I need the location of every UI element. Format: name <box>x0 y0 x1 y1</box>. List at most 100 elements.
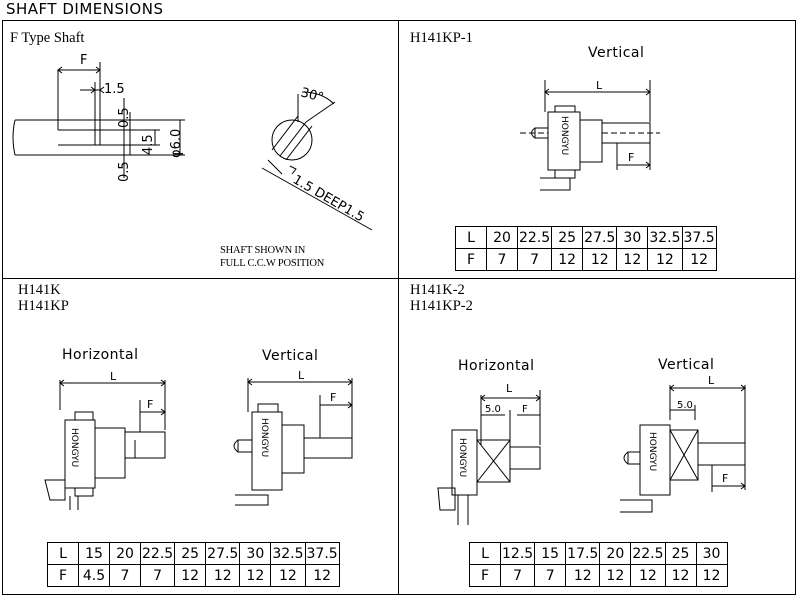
k-horizontal-drawing <box>44 379 166 510</box>
k2-vertical-drawing <box>620 384 746 513</box>
table-cell: 12 <box>616 248 649 271</box>
k2-horizontal-label: Horizontal <box>458 358 535 374</box>
table-cell: L <box>455 226 487 249</box>
table-row: L 20 22.5 25 27.5 30 32.5 37.5 <box>455 226 717 249</box>
table-cell: 25 <box>664 542 697 565</box>
table-cell: L <box>47 542 79 565</box>
k2-title-2: H141KP-2 <box>410 298 473 314</box>
table-cell: 7 <box>486 248 518 271</box>
f-shaft-dim-deep: 1.5 DEEP1.5 <box>290 172 367 225</box>
drawing-frame <box>2 20 796 595</box>
kp1-dim-f: F <box>628 151 634 164</box>
k-title-1: H141K <box>18 282 61 298</box>
f-shaft-title: F Type Shaft <box>10 30 85 46</box>
f-shaft-end-view <box>261 91 373 231</box>
k2-horizontal-drawing <box>437 390 541 525</box>
k2-vertical-dim-5: 5.0 <box>677 400 693 411</box>
k2-horizontal-dim-f: F <box>522 404 528 415</box>
table-cell: 22.5 <box>139 542 176 565</box>
k-dimension-table: L 15 20 22.5 25 27.5 30 32.5 37.5 F 4.5 … <box>47 542 340 587</box>
table-cell: 12 <box>582 248 618 271</box>
f-shaft-dim-1-5: 1.5 <box>104 82 125 97</box>
table-cell: 20 <box>109 542 141 565</box>
kp1-dim-l: L <box>596 79 603 92</box>
k-horizontal-brand: HONGYU <box>69 428 79 467</box>
k2-horizontal-dim-5: 5.0 <box>485 404 501 415</box>
k-vertical-brand: HONGYU <box>259 418 269 457</box>
f-shaft-dim-f: F <box>80 53 87 68</box>
k2-title-1: H141K-2 <box>410 282 465 298</box>
table-cell: L <box>469 542 501 565</box>
table-cell: 7 <box>534 564 567 587</box>
table-row: L 12.5 15 17.5 20 22.5 25 30 <box>469 542 728 565</box>
table-cell: 22.5 <box>516 226 553 249</box>
table-cell: 12 <box>565 564 601 587</box>
f-shaft-dim-0-5a: 0.5 <box>117 107 132 128</box>
table-cell: 7 <box>499 564 536 587</box>
table-cell: 32.5 <box>270 542 306 565</box>
k-vertical-drawing <box>233 378 353 506</box>
f-shaft-dim-0-5b: 0.5 <box>117 161 132 182</box>
f-shaft-dim-6-0: φ6.0 <box>169 129 184 158</box>
table-cell: 12 <box>270 564 306 587</box>
table-cell: 12 <box>551 248 584 271</box>
horizontal-divider <box>2 278 796 279</box>
table-row: F 7 7 12 12 12 12 12 <box>455 248 717 271</box>
table-cell: 12 <box>174 564 207 587</box>
k2-dimension-table: L 12.5 15 17.5 20 22.5 25 30 F 7 7 12 12… <box>469 542 728 587</box>
k2-vertical-dim-l: L <box>708 374 715 387</box>
page-header: SHAFT DIMENSIONS <box>6 0 164 18</box>
table-cell: 17.5 <box>565 542 601 565</box>
table-cell: 7 <box>516 248 553 271</box>
k-vertical-label: Vertical <box>262 348 319 364</box>
table-row: F 7 7 12 12 12 12 12 <box>469 564 728 587</box>
k-horizontal-dim-l: L <box>110 370 117 383</box>
f-shaft-dim-angle: 30° <box>299 85 325 105</box>
table-cell: 32.5 <box>647 226 683 249</box>
table-cell: 4.5 <box>78 564 110 587</box>
kp1-subtitle: Vertical <box>588 45 645 61</box>
k-title-2: H141KP <box>18 298 69 314</box>
k-horizontal-dim-f: F <box>147 398 153 411</box>
table-cell: 12 <box>681 248 717 271</box>
table-cell: 12 <box>630 564 666 587</box>
table-cell: 12 <box>239 564 272 587</box>
table-cell: 30 <box>239 542 272 565</box>
table-cell: 15 <box>78 542 110 565</box>
table-cell: 7 <box>139 564 176 587</box>
k2-vertical-dim-f: F <box>722 472 728 485</box>
table-cell: 12 <box>205 564 241 587</box>
k-vertical-dim-f: F <box>330 391 336 404</box>
table-cell: F <box>469 564 501 587</box>
table-cell: 27.5 <box>205 542 241 565</box>
table-cell: 37.5 <box>681 226 717 249</box>
table-cell: 30 <box>695 542 728 565</box>
vertical-divider <box>398 20 399 595</box>
f-shaft-side-view <box>12 62 185 178</box>
table-row: L 15 20 22.5 25 27.5 30 32.5 37.5 <box>47 542 340 565</box>
k2-horizontal-brand: HONGYU <box>457 438 467 477</box>
table-cell: 37.5 <box>304 542 340 565</box>
table-cell: 22.5 <box>630 542 666 565</box>
note-line-2: FULL C.C.W POSITION <box>220 258 325 269</box>
k2-vertical-label: Vertical <box>658 357 715 373</box>
k-vertical-dim-l: L <box>298 369 305 382</box>
table-cell: F <box>455 248 487 271</box>
kp1-vertical-drawing <box>520 80 660 191</box>
table-cell: F <box>47 564 79 587</box>
table-cell: 12 <box>599 564 632 587</box>
table-cell: 15 <box>534 542 567 565</box>
table-cell: 12 <box>304 564 340 587</box>
table-cell: 12 <box>647 248 683 271</box>
table-cell: 25 <box>551 226 584 249</box>
table-cell: 25 <box>174 542 207 565</box>
f-shaft-dim-4-5: 4.5 <box>141 134 156 155</box>
k2-horizontal-dim-l: L <box>506 382 513 395</box>
kp1-brand: HONGYU <box>559 116 569 155</box>
table-row: F 4.5 7 7 12 12 12 12 12 <box>47 564 340 587</box>
table-cell: 12 <box>664 564 697 587</box>
table-cell: 12 <box>695 564 728 587</box>
table-cell: 12.5 <box>499 542 536 565</box>
table-cell: 7 <box>109 564 141 587</box>
